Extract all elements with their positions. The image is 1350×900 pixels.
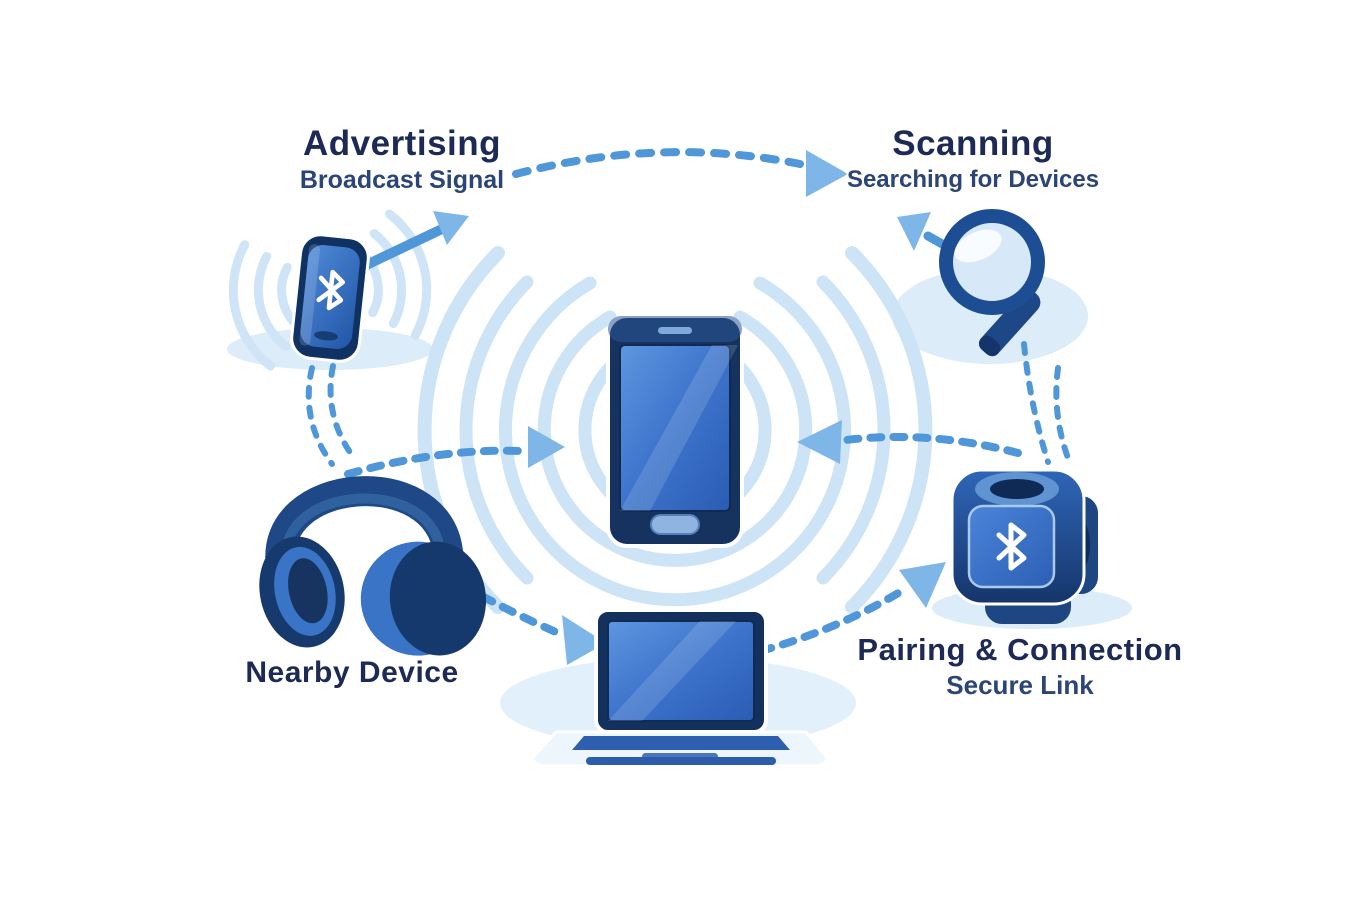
arrow-magnifier-down-double-dash: [1021, 341, 1071, 465]
nearby-device-label-group: Nearby Device: [245, 656, 458, 690]
bluetooth-beacon-icon: [290, 233, 370, 363]
arrow-watch-to-smartphone: [797, 420, 1022, 464]
scanning-title: Scanning: [892, 124, 1054, 163]
arrowhead-up-right-icon: [433, 211, 469, 245]
flow-arrows: [305, 148, 1071, 666]
bluetooth-glyph-icon: [996, 522, 1027, 571]
arrowhead-up-right-icon: [899, 562, 946, 608]
advertising-label-group: Advertising Broadcast Signal: [300, 124, 504, 195]
pairing-label-group: Pairing & Connection Secure Link: [857, 632, 1182, 701]
bluetooth-glyph-icon: [316, 269, 346, 311]
smartwatch-icon: [950, 468, 1098, 624]
magnifier-halo: [892, 268, 1088, 364]
scanning-subtitle: Searching for Devices: [846, 166, 1100, 193]
advertising-title: Advertising: [302, 124, 502, 163]
arrowhead-right-icon: [528, 426, 565, 468]
smartphone-icon: [606, 314, 744, 548]
arrow-advertising-to-scanning: [512, 148, 848, 197]
arrow-beacon-down-double-dash: [305, 363, 357, 467]
arrow-left-into-smartphone: [344, 426, 565, 478]
advertising-subtitle: Broadcast Signal: [299, 166, 505, 194]
arrow-beacon-broadcast: [355, 211, 469, 273]
arrow-headphones-to-laptop: [438, 570, 606, 665]
arrowhead-right-down-icon: [562, 615, 606, 665]
pairing-subtitle: Secure Link: [946, 670, 1094, 700]
scanning-label-group: Scanning Searching for Devices: [847, 124, 1099, 194]
pairing-title: Pairing & Connection: [857, 632, 1183, 667]
headphones-icon: [259, 476, 487, 656]
arrowhead-left-icon: [797, 420, 842, 464]
laptop-icon: [532, 608, 828, 768]
arrowhead-up-left-icon: [897, 212, 931, 251]
search-icon: [939, 209, 1045, 357]
arrowhead-right-icon: [806, 150, 848, 197]
nearby-device-title: Nearby Device: [245, 656, 459, 689]
